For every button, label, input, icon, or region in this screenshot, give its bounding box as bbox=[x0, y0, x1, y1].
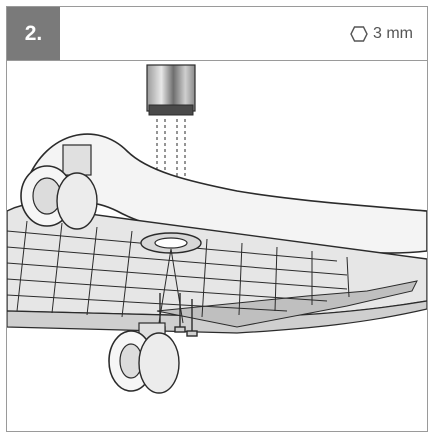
caster-wheel-back bbox=[20, 144, 98, 230]
gas-spring-cylinder bbox=[146, 64, 196, 233]
caster-wheel-front bbox=[108, 322, 180, 394]
tool-indicator: 3 mm bbox=[350, 24, 413, 44]
assembly-illustration bbox=[7, 64, 427, 394]
center-mount-hub bbox=[140, 232, 202, 324]
seat-ribs bbox=[7, 220, 350, 318]
tool-size-label: 3 mm bbox=[373, 25, 413, 42]
instruction-panel: 2. 3 mm bbox=[6, 6, 428, 432]
seat-base-frame bbox=[7, 133, 427, 334]
hex-key-icon bbox=[350, 26, 368, 42]
step-number-badge: 2. bbox=[7, 7, 60, 60]
step-header: 2. 3 mm bbox=[7, 7, 427, 61]
